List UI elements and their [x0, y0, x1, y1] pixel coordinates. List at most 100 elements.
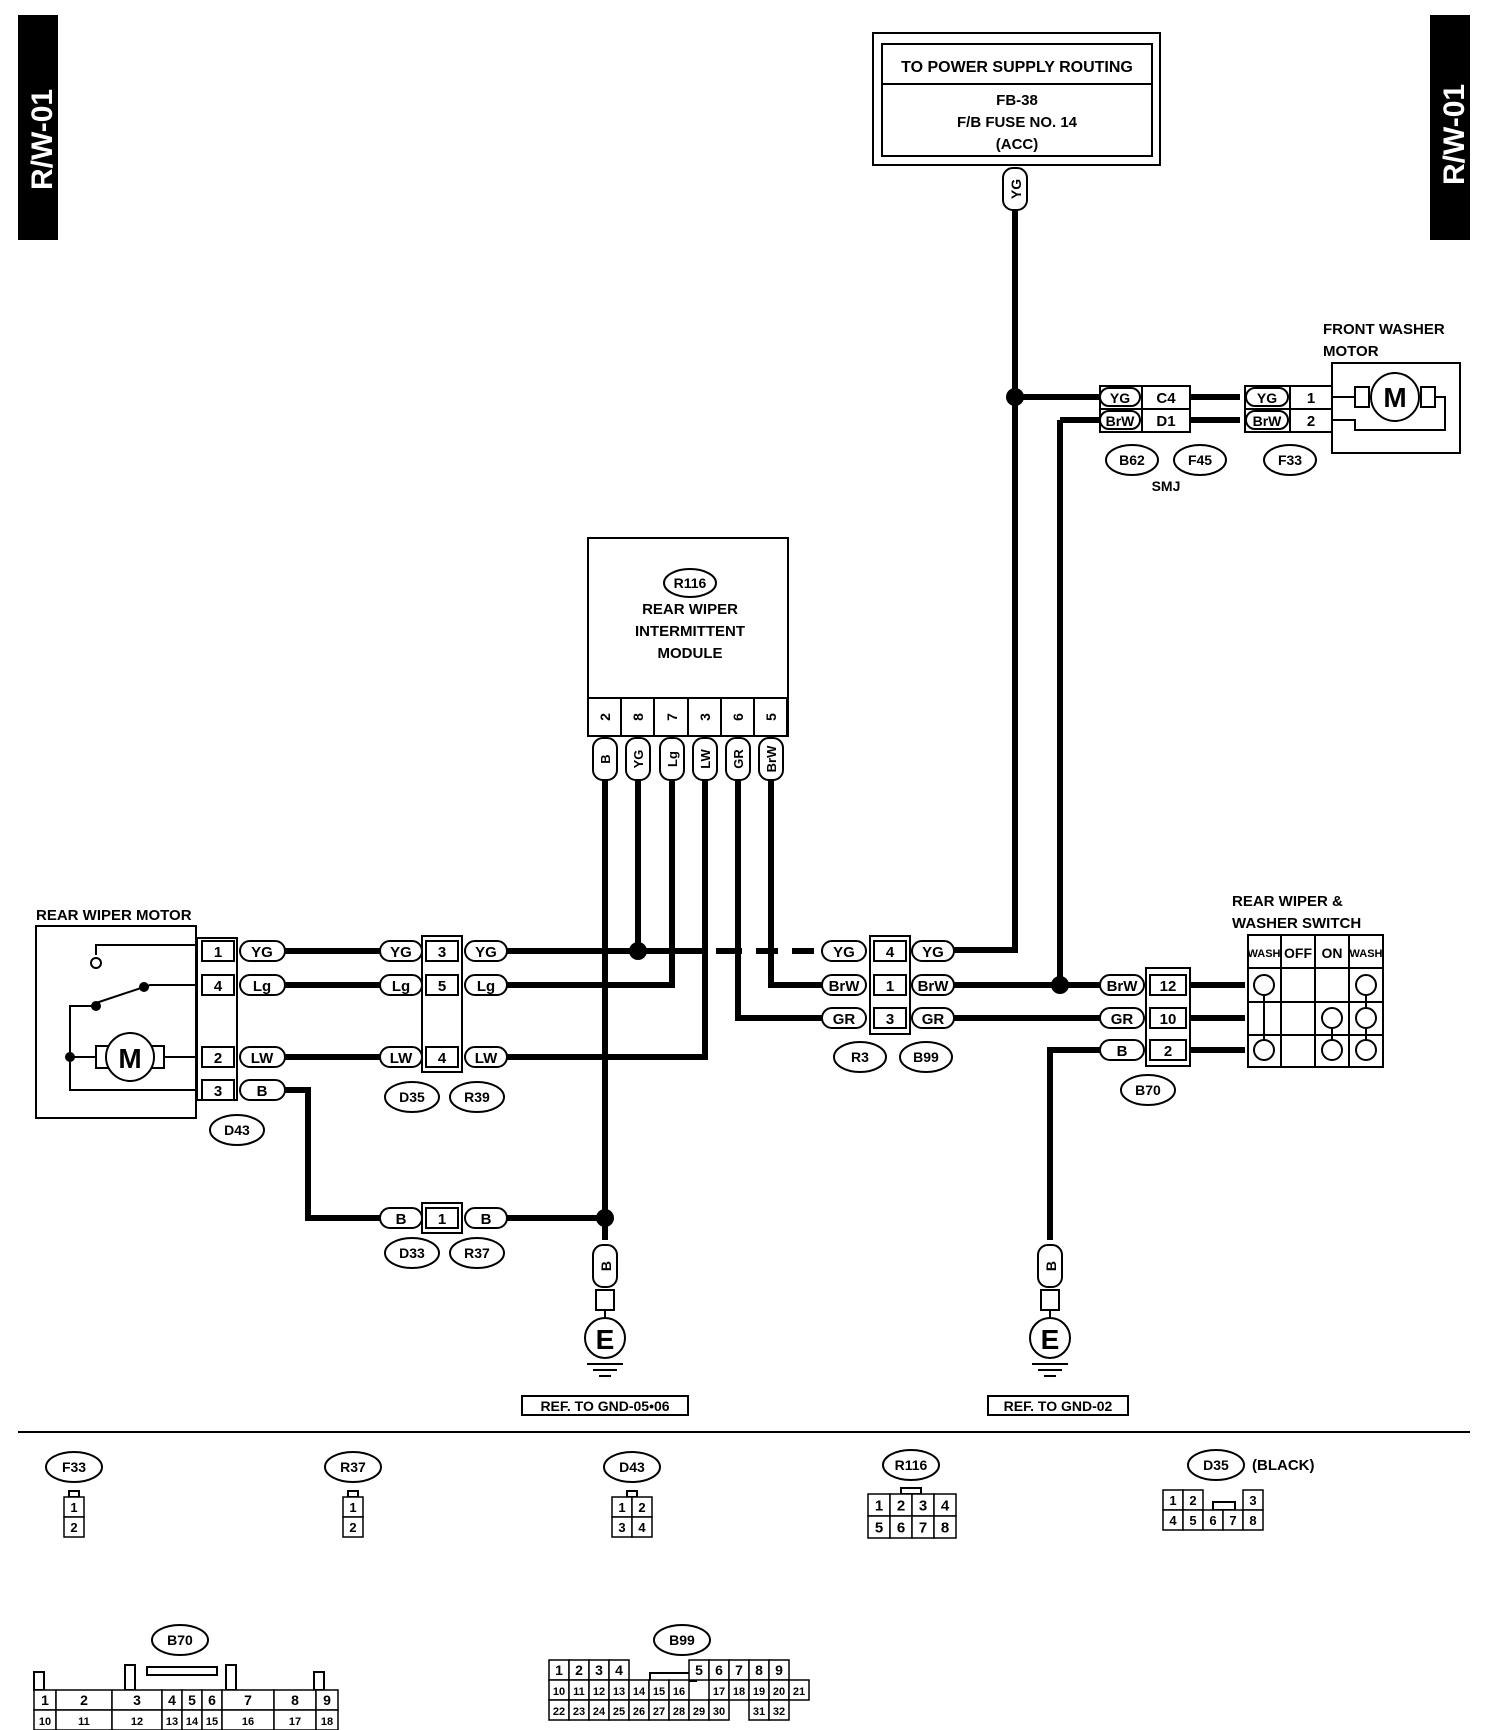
svg-text:3: 3 — [886, 1011, 894, 1028]
b99-pin: 9 — [775, 1662, 783, 1678]
svg-text:D35: D35 — [399, 1089, 425, 1105]
svg-text:2: 2 — [1307, 413, 1315, 430]
svg-text:R116: R116 — [674, 575, 707, 591]
svg-text:WASH: WASH — [1350, 948, 1383, 960]
svg-text:4: 4 — [886, 944, 895, 961]
svg-text:M: M — [1383, 382, 1406, 413]
connector-view-d43: D43 1 2 3 4 — [603, 1451, 661, 1538]
svg-text:B99: B99 — [913, 1049, 939, 1065]
svg-text:1: 1 — [1169, 1493, 1176, 1508]
svg-text:2: 2 — [349, 1520, 356, 1535]
svg-text:3: 3 — [214, 1083, 222, 1100]
svg-text:FRONT WASHER: FRONT WASHER — [1323, 321, 1445, 338]
b99-pin: 14 — [633, 1686, 646, 1698]
svg-text:LW: LW — [390, 1050, 413, 1067]
power-supply-box: TO POWER SUPPLY ROUTING FB-38 F/B FUSE N… — [872, 32, 1161, 166]
svg-text:BrW: BrW — [1106, 413, 1136, 429]
ground-ref-left: REF. TO GND-05•06 — [540, 1398, 669, 1414]
b99-pin: 20 — [773, 1686, 785, 1698]
wire-yg-power — [950, 210, 1018, 953]
svg-text:1: 1 — [438, 1211, 446, 1228]
svg-text:GR: GR — [833, 1011, 856, 1028]
b99-pin: 25 — [613, 1706, 625, 1718]
b70-pin: 5 — [188, 1692, 196, 1708]
svg-text:2: 2 — [1164, 1043, 1172, 1060]
rear-wiper-intermittent-module: R116 REAR WIPER INTERMITTENT MODULE 2B8Y… — [587, 537, 789, 781]
b99-pin: 16 — [673, 1686, 685, 1698]
svg-text:YG: YG — [475, 944, 497, 961]
svg-text:R39: R39 — [464, 1089, 490, 1105]
b70-pin: 15 — [206, 1716, 218, 1728]
b99-pin: 17 — [713, 1686, 725, 1698]
module-pin-number: 6 — [730, 713, 746, 721]
module-pin-number: 5 — [763, 713, 779, 721]
page-tab-right: R/W-01 — [1430, 15, 1471, 240]
b70-pin: 12 — [131, 1716, 143, 1728]
svg-text:OFF: OFF — [1284, 945, 1312, 961]
front-washer-motor-symbol — [1370, 372, 1420, 422]
svg-text:1: 1 — [618, 1500, 625, 1515]
b70-pin: 2 — [80, 1692, 88, 1708]
r116-pin: 1 — [875, 1498, 883, 1515]
b70-connector: BrW GR B 12 10 2 B70 — [1099, 967, 1191, 1106]
b99-pin: 18 — [733, 1686, 745, 1698]
svg-text:WASH: WASH — [1248, 948, 1281, 960]
svg-text:MODULE: MODULE — [658, 645, 723, 662]
svg-text:2: 2 — [70, 1520, 77, 1535]
b70-pin: 13 — [166, 1716, 178, 1728]
module-pin-number: 2 — [597, 713, 613, 721]
b99-pin: 24 — [593, 1706, 606, 1718]
module-pin-number: 3 — [697, 713, 713, 721]
b99-pin: 23 — [573, 1706, 585, 1718]
svg-text:4: 4 — [638, 1520, 646, 1535]
b70-pin: 18 — [321, 1716, 333, 1728]
svg-text:D43: D43 — [224, 1122, 250, 1138]
wire-tag-yg-power: YG — [1002, 167, 1028, 211]
f33-connector: YG BrW 1 2 F33 — [1244, 385, 1333, 476]
b99-pin: 28 — [673, 1706, 685, 1718]
b99-pin: 4 — [615, 1662, 623, 1678]
svg-text:3: 3 — [438, 944, 446, 961]
r116-pin: 6 — [897, 1520, 905, 1537]
svg-text:F33: F33 — [62, 1459, 86, 1475]
svg-text:C4: C4 — [1156, 390, 1176, 407]
b99-pin: 10 — [553, 1686, 565, 1698]
b70-pin: 16 — [242, 1716, 254, 1728]
svg-text:8: 8 — [1249, 1513, 1256, 1528]
b99-pin: 31 — [753, 1706, 765, 1718]
b99-pin: 15 — [653, 1686, 665, 1698]
b70-pin: 17 — [289, 1716, 301, 1728]
svg-text:Lg: Lg — [253, 978, 271, 995]
page-tab-left: R/W-01 — [18, 15, 59, 240]
connector-view-r37: R37 1 2 — [324, 1451, 382, 1538]
svg-text:GR: GR — [922, 1011, 945, 1028]
svg-text:REAR WIPER MOTOR: REAR WIPER MOTOR — [36, 907, 192, 924]
svg-text:5: 5 — [1189, 1513, 1196, 1528]
svg-text:Lg: Lg — [392, 978, 410, 995]
r116-pin: 8 — [941, 1520, 949, 1537]
ground-symbol-right: E — [1041, 1324, 1060, 1355]
svg-text:R116: R116 — [895, 1457, 928, 1473]
svg-text:1: 1 — [349, 1500, 356, 1515]
b99-pin: 2 — [575, 1662, 583, 1678]
svg-text:B99: B99 — [669, 1632, 695, 1648]
page-code-right: R/W-01 — [1438, 84, 1471, 185]
b70-pin: 8 — [291, 1692, 299, 1708]
svg-text:F33: F33 — [1278, 452, 1302, 468]
b99-pin: 30 — [713, 1706, 725, 1718]
b99-pin: 13 — [613, 1686, 625, 1698]
module-pin-wire: LW — [698, 749, 713, 769]
svg-text:D33: D33 — [399, 1245, 425, 1261]
b99-pin: 12 — [593, 1686, 605, 1698]
b70-pin: 14 — [186, 1716, 199, 1728]
svg-text:BrW: BrW — [1107, 978, 1139, 995]
power-box-title: TO POWER SUPPLY ROUTING — [901, 59, 1133, 76]
svg-text:F45: F45 — [1188, 452, 1212, 468]
b99-pin: 1 — [555, 1662, 563, 1678]
module-pin-wire: GR — [731, 749, 746, 769]
